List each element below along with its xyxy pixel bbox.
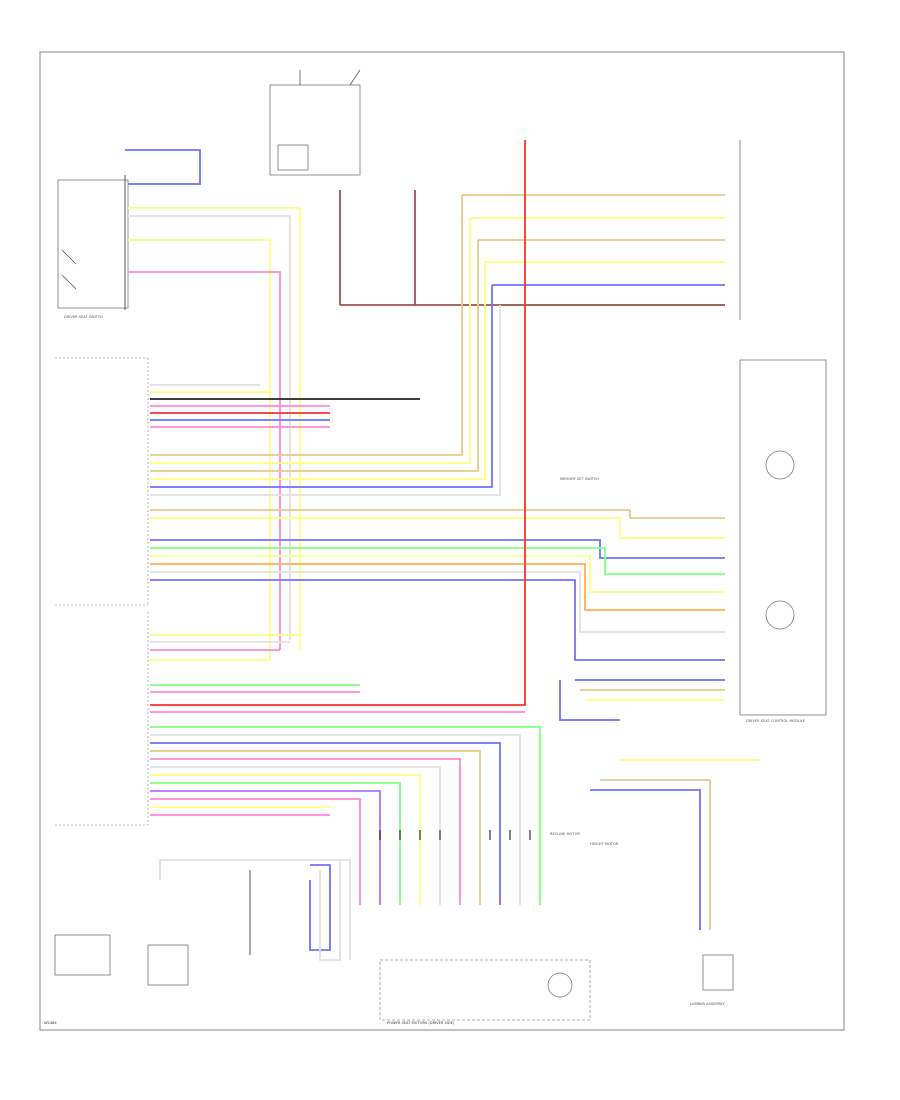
bottom-caption: POWER SEAT MOTORS (DRIVER SIDE) xyxy=(387,1021,455,1025)
module-label: DRIVER SEAT CONTROL MODULE xyxy=(746,719,806,723)
memory-switch-label: MEMORY SET SWITCH xyxy=(560,477,599,481)
height-motor-label: HEIGHT MOTOR xyxy=(590,842,619,846)
harness-wires xyxy=(125,140,760,961)
seat-motor-box xyxy=(147,944,189,986)
diagram-frame xyxy=(39,51,845,1031)
left-motor-box xyxy=(54,934,111,976)
seat-switch-box xyxy=(57,179,129,309)
right-module-box xyxy=(739,359,827,716)
recline-motor-label: RECLINE MOTOR xyxy=(550,832,580,836)
lumbar-box xyxy=(702,954,734,991)
corner-code: W2484 xyxy=(44,1021,57,1025)
lumbar-label: LUMBAR ASSEMBLY xyxy=(690,1002,725,1006)
connector-stubs xyxy=(379,830,531,840)
motor-assembly-box xyxy=(379,959,591,1021)
seat-switch-label: DRIVER SEAT SWITCH xyxy=(64,315,103,319)
relay-box xyxy=(269,84,361,176)
